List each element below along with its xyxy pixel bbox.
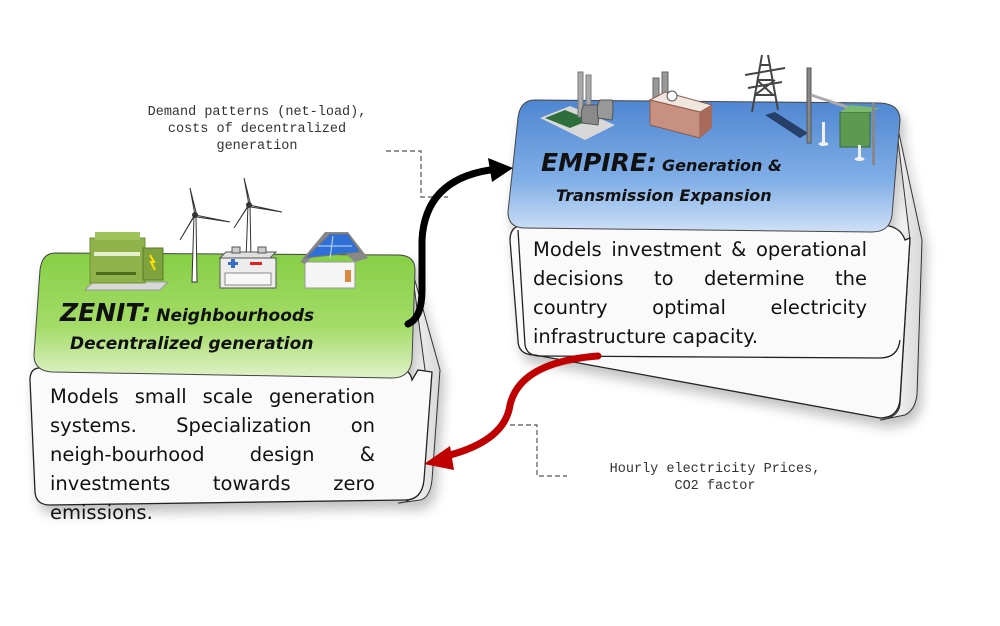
zenit-title: ZENIT: Neighbourhoods: [60, 298, 410, 327]
prices-note-leader: [510, 424, 567, 477]
zenit-to-empire-arrowhead: [488, 158, 513, 182]
zenit-body: [29, 367, 433, 506]
empire-title: EMPIRE: Generation &: [541, 148, 901, 177]
zenit-title-sub2: Decentralized generation: [70, 334, 314, 354]
zenit-title-main: ZENIT:: [60, 298, 152, 327]
empire-side-panel: [879, 114, 923, 421]
zenit-description: Models small scale generation systems. S…: [50, 385, 375, 524]
empire-title-sub1: Generation &: [662, 156, 782, 175]
demand-note-leader: [386, 150, 448, 198]
empire-title-main: EMPIRE:: [541, 148, 657, 177]
empire-title-sub2: Transmission Expansion: [556, 186, 772, 205]
solar-house-icon: [300, 232, 368, 289]
transmission-tower-icon: [744, 54, 808, 138]
zenit-title-sub1: Neighbourhoods: [156, 306, 315, 326]
power-plant-icon: [540, 71, 615, 140]
battery-icon: [218, 246, 278, 289]
empire-to-zenit-arrowhead: [424, 446, 454, 470]
empire-description: Models investment & operational decision…: [533, 238, 867, 348]
factory-icon: [648, 71, 714, 139]
substation-icon: [806, 67, 880, 165]
empire-to-zenit-arrow: [446, 352, 602, 459]
empire-body-outline: [517, 229, 901, 359]
empire-body: [509, 224, 911, 419]
generator-icon: [83, 232, 170, 291]
zenit-to-empire-arrow: [404, 166, 494, 328]
wind-turbine-icon: [179, 187, 231, 283]
demand-note: Demand patterns (net-load), costs of dec…: [147, 105, 367, 154]
prices-note: Hourly electricity Prices, CO2 factor: [609, 462, 821, 494]
